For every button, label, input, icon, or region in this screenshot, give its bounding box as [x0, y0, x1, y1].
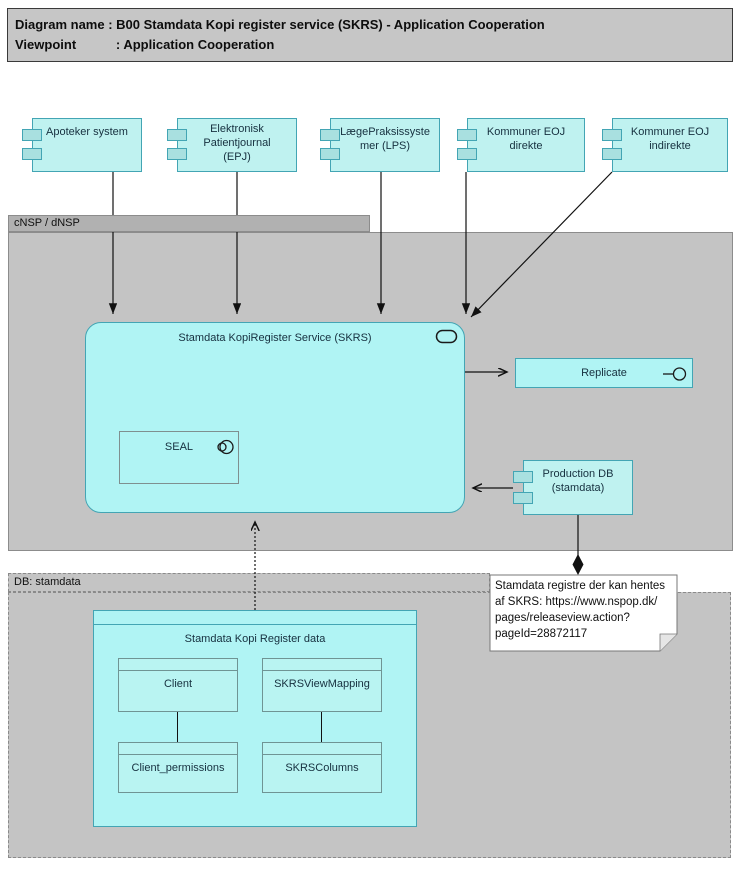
cnsp-dnsp-container-tab[interactable]: cNSP / dNSP	[8, 215, 370, 232]
component-tab-icon	[602, 129, 622, 141]
component-label: Apoteker system	[46, 126, 128, 138]
component-label: Kommuner EOJ	[630, 126, 710, 138]
component-label: LægePraksissyste	[340, 126, 430, 138]
note-line: Stamdata registre der kan hentes	[495, 580, 666, 592]
register-data-box[interactable]: Stamdata Kopi Register data	[93, 610, 417, 827]
replicate-label: Replicate	[581, 367, 627, 379]
component-tab-icon	[457, 148, 477, 160]
component-label: Elektronisk	[210, 123, 264, 135]
data-object-strip	[94, 611, 416, 625]
component-kommuner-eoj-indirekte[interactable]: Kommuner EOJ indirekte	[602, 118, 728, 172]
skrs-service-box[interactable]: Stamdata KopiRegister Service (SKRS) SEA…	[85, 322, 465, 513]
seal-component-box[interactable]: SEAL	[119, 431, 239, 484]
note-text: Stamdata registre der kan hentes af SKRS…	[495, 578, 673, 642]
note-line: pageId=28872117	[495, 628, 588, 640]
note-line: af SKRS: https://www.nspop.dk/	[495, 596, 658, 608]
note-line: pages/releaseview.action?	[495, 612, 630, 624]
table-label: Client_permissions	[131, 762, 225, 774]
interface-lollipop-icon	[663, 367, 687, 381]
component-label: Production DB	[542, 468, 614, 480]
register-data-title: Stamdata Kopi Register data	[184, 633, 326, 645]
replicate-box[interactable]: Replicate	[515, 358, 693, 388]
table-client[interactable]: Client	[118, 658, 238, 712]
viewpoint-line: Viewpoint : Application Cooperation	[15, 37, 275, 52]
component-kommuner-eoj-direkte[interactable]: Kommuner EOJ direkte	[457, 118, 585, 172]
db-stamdata-container-tab[interactable]: DB: stamdata	[8, 573, 490, 592]
component-tab-icon	[602, 148, 622, 160]
db-stamdata-label: DB: stamdata	[14, 576, 81, 588]
component-tab-icon	[320, 129, 340, 141]
diagram-name-line: Diagram name : B00 Stamdata Kopi registe…	[15, 17, 545, 32]
data-object-strip	[263, 659, 381, 671]
component-tab-icon	[167, 129, 187, 141]
table-label: Client	[163, 678, 193, 690]
edge-client-to-permissions[interactable]	[177, 712, 178, 742]
component-tab-icon	[22, 129, 42, 141]
component-tab-icon	[513, 471, 533, 483]
component-laegepraksissystemer[interactable]: LægePraksissyste mer (LPS)	[320, 118, 440, 172]
component-label: direkte	[509, 140, 543, 152]
seal-label: SEAL	[164, 441, 194, 453]
data-object-strip	[263, 743, 381, 755]
data-object-strip	[119, 743, 237, 755]
component-tab-icon	[22, 148, 42, 160]
edge-viewmapping-to-columns[interactable]	[321, 712, 322, 742]
cnsp-dnsp-label: cNSP / dNSP	[14, 217, 80, 229]
table-skrsviewmapping[interactable]: SKRSViewMapping	[262, 658, 382, 712]
data-object-strip	[119, 659, 237, 671]
application-service-capsule-icon	[435, 329, 458, 344]
table-skrscolumns[interactable]: SKRSColumns	[262, 742, 382, 793]
component-label: (EPJ)	[223, 151, 251, 163]
table-label: SKRSColumns	[285, 762, 359, 774]
component-tab-icon	[457, 129, 477, 141]
skrs-title: Stamdata KopiRegister Service (SKRS)	[178, 332, 372, 344]
component-label: indirekte	[649, 140, 691, 152]
component-tab-icon	[320, 148, 340, 160]
component-tab-icon	[167, 148, 187, 160]
component-label: Patientjournal	[203, 137, 271, 149]
table-label: SKRSViewMapping	[274, 678, 370, 690]
table-client-permissions[interactable]: Client_permissions	[118, 742, 238, 793]
component-production-db[interactable]: Production DB (stamdata)	[513, 460, 633, 515]
diagram-title-bar: Diagram name : B00 Stamdata Kopi registe…	[7, 8, 733, 62]
component-label: mer (LPS)	[359, 140, 411, 152]
composition-diamond	[572, 554, 584, 575]
component-label: Kommuner EOJ	[486, 126, 566, 138]
component-label: (stamdata)	[551, 482, 605, 494]
component-tab-icon	[513, 492, 533, 504]
component-elektronisk-patientjournal[interactable]: Elektronisk Patientjournal (EPJ)	[167, 118, 297, 172]
component-apoteker-system[interactable]: Apoteker system	[22, 118, 142, 172]
application-collaboration-circles-icon	[217, 439, 234, 455]
